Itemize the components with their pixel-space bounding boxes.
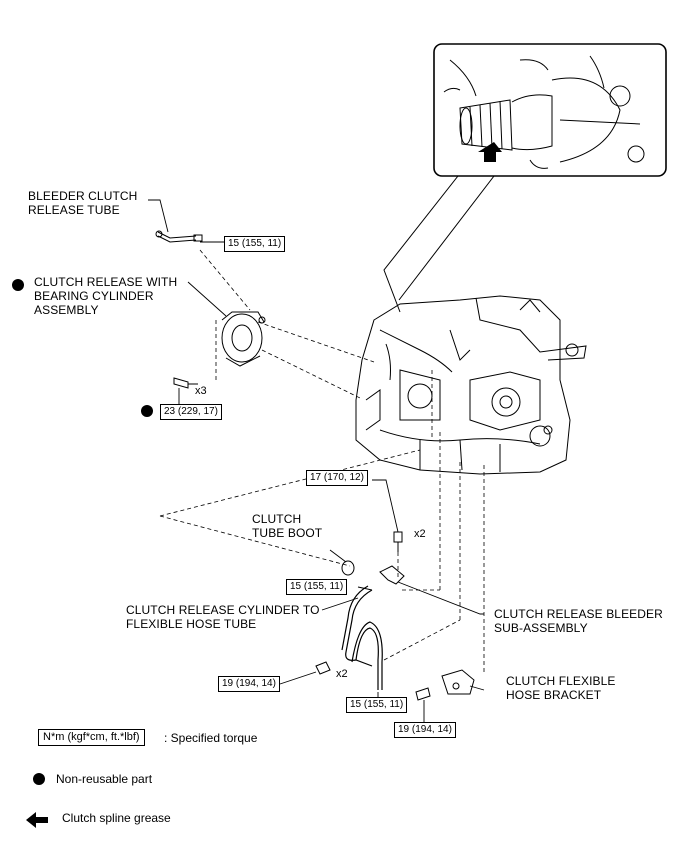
torque-cylinder-bolts: 23 (229, 17) xyxy=(160,404,222,420)
legend-nonreusable-text: Non-reusable part xyxy=(56,772,153,786)
qty-cylinder-bolts: x3 xyxy=(195,385,207,397)
qty-bracket-bolts: x2 xyxy=(414,528,426,540)
leader-lines xyxy=(148,199,485,722)
torque-bleeder-tube: 15 (155, 11) xyxy=(224,236,286,252)
tube-boot-label: CLUTCH TUBE BOOT xyxy=(252,512,323,540)
bleeder-sub-label: CLUTCH RELEASE BLEEDER SUB-ASSEMBLY xyxy=(494,607,663,635)
grease-arrow-icon xyxy=(26,812,48,828)
inset-grease-arrow-icon xyxy=(478,142,502,162)
torque-bracket-bolts-top: 17 (170, 12) xyxy=(306,470,368,486)
bleeder-tube-label: BLEEDER CLUTCH RELEASE TUBE xyxy=(28,189,138,217)
non-reusable-dot-icon xyxy=(33,773,45,785)
non-reusable-dot-icon xyxy=(141,405,153,417)
cylinder-bolt-part xyxy=(173,377,198,389)
transaxle-housing xyxy=(355,295,587,475)
flexible-hose-tube-label: CLUTCH RELEASE CYLINDER TO FLEXIBLE HOSE… xyxy=(126,603,320,631)
torque-hose-tube-top: 15 (155, 11) xyxy=(286,579,348,595)
inset-frame xyxy=(433,43,667,177)
hose-bracket-label: CLUTCH FLEXIBLE HOSE BRACKET xyxy=(506,674,616,702)
alignment-lines xyxy=(159,249,485,672)
left-bolt-part xyxy=(315,661,331,675)
release-cylinder-part xyxy=(221,311,266,367)
bracket-bolt2-part xyxy=(415,687,431,701)
inset-callout xyxy=(383,175,496,313)
bracket-bolt-part xyxy=(393,531,403,552)
qty-left-bolts: x2 xyxy=(336,668,348,680)
torque-bracket-bolt: 19 (194, 14) xyxy=(394,722,456,738)
hose-bracket-part xyxy=(441,669,475,695)
bleeder-tube-part xyxy=(155,230,203,243)
torque-hose-tube-bottom: 15 (155, 11) xyxy=(346,697,408,713)
tube-boot-part xyxy=(341,560,355,576)
torque-left-bolt: 19 (194, 14) xyxy=(218,676,280,692)
spline-shaft-detail xyxy=(443,55,645,169)
legend-grease-text: Clutch spline grease xyxy=(62,811,171,825)
bleeder-sub-part xyxy=(379,565,405,585)
legend-torque-text: : Specified torque xyxy=(164,731,258,745)
legend-torque-box: N*m (kgf*cm, ft.*lbf) xyxy=(38,729,145,746)
non-reusable-dot-icon xyxy=(12,279,24,291)
release-cylinder-label: CLUTCH RELEASE WITH BEARING CYLINDER ASS… xyxy=(34,275,178,317)
